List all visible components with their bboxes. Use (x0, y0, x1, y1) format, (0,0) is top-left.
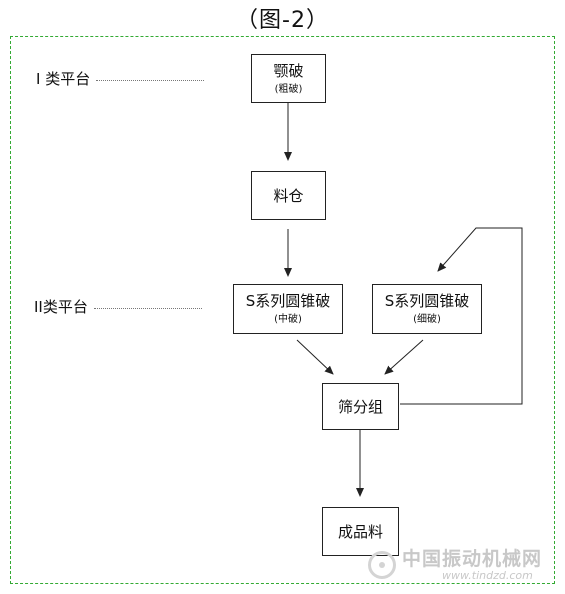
node-jaw-crusher: 颚破 (粗破) (251, 54, 326, 103)
figure-title: （图-2） (236, 8, 329, 33)
node-jaw-crusher-label: 颚破 (273, 61, 304, 80)
level-1-text: I 类平台 (36, 70, 91, 88)
arrow-cone-medium-to-screen (296, 339, 334, 375)
return-loop-screen-to-cone-fine (400, 227, 523, 405)
level-2-leader (93, 308, 202, 309)
node-screen: 筛分组 (322, 383, 399, 430)
node-cone-fine-label: S系列圆锥破 (384, 292, 470, 310)
level-2-label: II类平台 (34, 296, 202, 317)
node-jaw-crusher-sub: (粗破) (274, 83, 303, 95)
watermark-name: 中国振动机械网 (402, 548, 543, 570)
node-cone-medium-label: S系列圆锥破 (245, 292, 331, 310)
platform-frame (10, 36, 555, 584)
arrow-cone-fine-to-screen (384, 339, 424, 375)
level-1-label: I 类平台 (36, 68, 205, 89)
gear-logo-icon (368, 551, 396, 579)
node-cone-medium: S系列圆锥破 (中破) (233, 284, 343, 334)
level-1-leader (96, 80, 205, 81)
node-product: 成品料 (322, 507, 399, 556)
node-bin-label: 料仓 (273, 186, 304, 205)
node-cone-fine-sub: (细破) (413, 314, 441, 325)
watermark: 中国振动机械网 www.tindzd.com (368, 544, 558, 586)
node-cone-medium-sub: (中破) (274, 314, 302, 325)
node-cone-fine: S系列圆锥破 (细破) (372, 284, 482, 334)
node-product-label: 成品料 (337, 522, 383, 541)
level-2-text: II类平台 (34, 298, 88, 316)
watermark-site: www.tindzd.com (442, 569, 533, 582)
node-screen-label: 筛分组 (337, 397, 383, 416)
node-bin: 料仓 (251, 171, 326, 220)
